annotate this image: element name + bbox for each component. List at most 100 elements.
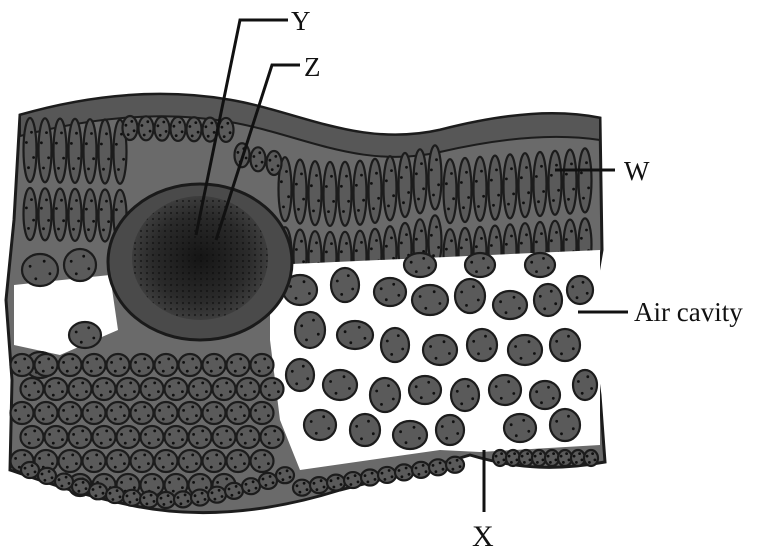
parenchyma-cell xyxy=(45,426,68,448)
chloroplast-dot xyxy=(109,390,112,393)
spongy-cell xyxy=(573,370,597,400)
chloroplast-dot xyxy=(364,474,367,477)
chloroplast-dot xyxy=(308,292,311,295)
chloroplast-dot xyxy=(249,382,252,385)
chloroplast-dot xyxy=(47,454,50,457)
chloroplast-dot xyxy=(182,409,185,412)
chloroplast-dot xyxy=(80,341,83,344)
chloroplast-dot xyxy=(522,419,525,422)
chloroplast-dot xyxy=(37,438,40,441)
parenchyma-cell xyxy=(261,426,284,448)
chloroplast-dot xyxy=(159,134,162,137)
chloroplast-dot xyxy=(362,199,365,202)
chloroplast-dot xyxy=(263,454,266,457)
epidermis-cell xyxy=(21,462,39,478)
chloroplast-dot xyxy=(505,178,508,181)
chloroplast-dot xyxy=(390,169,393,172)
chloroplast-dot xyxy=(27,227,30,230)
chloroplast-dot xyxy=(61,485,64,488)
chloroplast-dot xyxy=(562,461,565,464)
chloroplast-dot xyxy=(133,390,136,393)
chloroplast-dot xyxy=(295,183,298,186)
chloroplast-dot xyxy=(465,238,468,241)
chloroplast-dot xyxy=(70,260,73,263)
chloroplast-dot xyxy=(110,457,113,460)
chloroplast-dot xyxy=(385,298,388,301)
chloroplast-dot xyxy=(350,483,353,486)
chloroplast-dot xyxy=(253,155,256,158)
chloroplast-dot xyxy=(433,290,436,293)
epidermis-cell xyxy=(123,490,141,506)
palisade-cell xyxy=(84,119,97,183)
chloroplast-dot xyxy=(565,238,568,241)
chloroplast-dot xyxy=(75,484,78,487)
chloroplast-dot xyxy=(316,488,319,491)
epidermis-cell xyxy=(38,468,56,484)
chloroplast-dot xyxy=(516,459,519,462)
chloroplast-dot xyxy=(263,358,266,361)
chloroplast-dot xyxy=(280,180,283,183)
chloroplast-dot xyxy=(178,121,181,124)
chloroplast-dot xyxy=(107,158,110,161)
chloroplast-dot xyxy=(90,418,93,421)
chloroplast-dot xyxy=(572,347,575,350)
chloroplast-dot xyxy=(57,430,60,433)
chloroplast-dot xyxy=(90,466,93,469)
chloroplast-dot xyxy=(542,190,545,193)
chloroplast-dot xyxy=(143,454,146,457)
chloroplast-dot xyxy=(549,461,552,464)
chloroplast-dot xyxy=(415,172,418,175)
chloroplast-dot xyxy=(344,330,347,333)
chloroplast-dot xyxy=(158,361,161,364)
chloroplast-dot xyxy=(577,380,580,383)
palisade-cell xyxy=(24,188,37,240)
chloroplast-dot xyxy=(374,478,377,481)
chloroplast-dot xyxy=(467,385,470,388)
chloroplast-dot xyxy=(285,170,288,173)
chloroplast-dot xyxy=(581,392,584,395)
chloroplast-dot xyxy=(317,333,320,336)
chloroplast-dot xyxy=(85,142,88,145)
chloroplast-dot xyxy=(96,385,99,388)
parenchyma-cell xyxy=(203,450,226,472)
chloroplast-dot xyxy=(490,179,493,182)
label-z: Z xyxy=(304,52,321,82)
chloroplast-dot xyxy=(535,270,538,273)
chloroplast-dot xyxy=(567,415,570,418)
chloroplast-dot xyxy=(573,455,576,458)
chloroplast-dot xyxy=(518,307,521,310)
chloroplast-dot xyxy=(460,247,463,250)
chloroplast-dot xyxy=(537,200,540,203)
chloroplast-dot xyxy=(119,406,122,409)
chloroplast-dot xyxy=(149,130,152,133)
chloroplast-dot xyxy=(500,452,503,455)
chloroplast-dot xyxy=(90,199,93,202)
chloroplast-dot xyxy=(48,385,51,388)
palisade-cell xyxy=(309,161,322,225)
chloroplast-dot xyxy=(349,341,352,344)
chloroplast-dot xyxy=(186,370,189,373)
spongy-cell xyxy=(412,285,448,315)
chloroplast-dot xyxy=(480,237,483,240)
chloroplast-dot xyxy=(340,293,343,296)
chloroplast-dot xyxy=(216,385,219,388)
chloroplast-dot xyxy=(435,357,438,360)
chloroplast-dot xyxy=(226,122,229,125)
chloroplast-dot xyxy=(510,423,513,426)
chloroplast-dot xyxy=(146,120,149,123)
palisade-cell xyxy=(54,189,67,241)
label-air-cavity: Air cavity xyxy=(634,297,743,327)
chloroplast-dot xyxy=(86,361,89,364)
chloroplast-dot xyxy=(567,198,570,201)
chloroplast-dot xyxy=(432,194,435,197)
chloroplast-dot xyxy=(127,133,130,136)
upper-cell xyxy=(155,117,170,141)
chloroplast-dot xyxy=(34,277,37,280)
chloroplast-dot xyxy=(48,433,51,436)
spongy-cell xyxy=(22,254,58,286)
chloroplast-dot xyxy=(299,491,302,494)
chloroplast-dot xyxy=(75,199,78,202)
chloroplast-dot xyxy=(420,396,423,399)
chloroplast-dot xyxy=(271,168,274,171)
chloroplast-dot xyxy=(82,255,85,258)
